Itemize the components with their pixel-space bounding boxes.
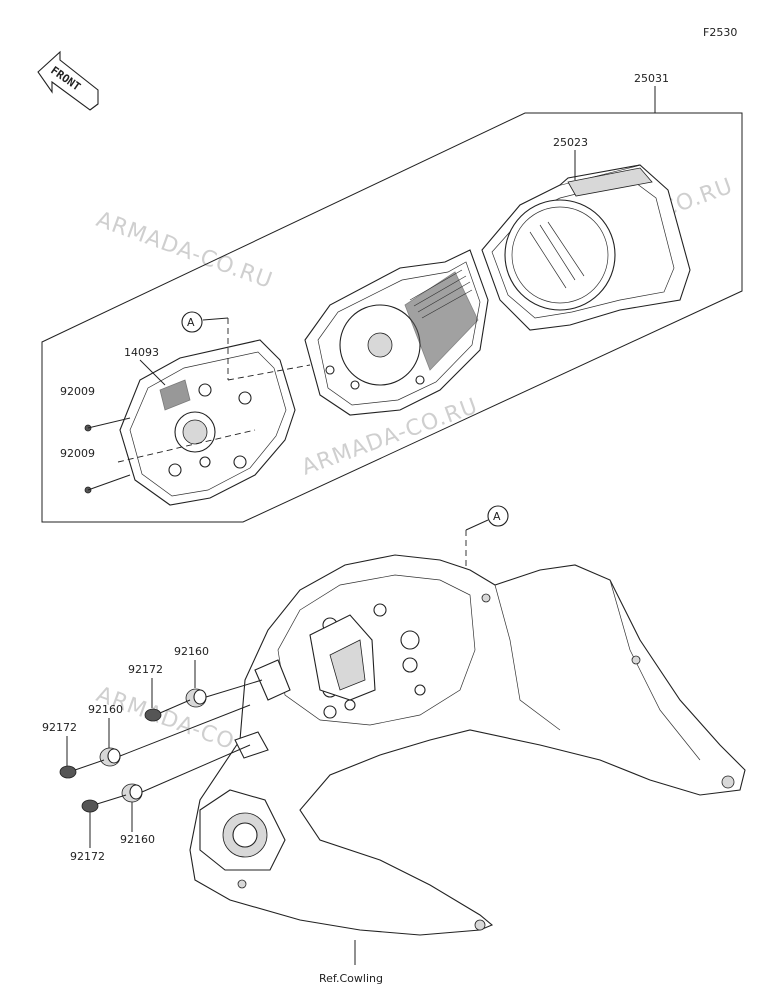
grommet-92160-c [121, 744, 251, 803]
screw-92009-lower [84, 474, 131, 494]
collar-92172-a [144, 699, 191, 722]
cowling [189, 554, 746, 936]
leader-a-top [202, 317, 229, 321]
label-92172-c: 92172 [70, 850, 105, 863]
dash-lower-case [117, 429, 256, 463]
watermark-1: ARMADA-CO.RU [93, 207, 276, 294]
screw-92009-upper [84, 417, 131, 432]
collar-92172-b [59, 759, 105, 779]
label-14093: 14093 [124, 346, 159, 359]
label-92160-a: 92160 [174, 645, 209, 658]
ref-a-bottom-label: A [493, 510, 501, 523]
meter-cover [481, 164, 691, 331]
label-92160-c: 92160 [120, 833, 155, 846]
label-25023: 25023 [553, 136, 588, 149]
leader-a-bottom [465, 519, 489, 531]
dash-a-top-2 [227, 364, 311, 381]
ref-a-top-label: A [187, 316, 195, 329]
label-92009-lower: 92009 [60, 447, 95, 460]
label-92160-b: 92160 [88, 703, 123, 716]
label-ref-cowling: Ref.Cowling [319, 972, 383, 985]
collar-92172-c [81, 794, 127, 813]
meter-body [304, 249, 489, 416]
label-92172-b: 92172 [42, 721, 77, 734]
leader-14093 [139, 359, 166, 386]
label-25031: 25031 [634, 72, 669, 85]
assembly-frame [41, 112, 743, 523]
label-92172-a: 92172 [128, 663, 163, 676]
grommet-92160-b [99, 704, 251, 767]
figure-code: F2530 [703, 26, 737, 39]
ref-a-top-marker: A [181, 311, 203, 333]
grommet-92160-a [185, 679, 263, 708]
meter-case [119, 339, 296, 506]
ref-a-bottom-marker: A [487, 505, 509, 527]
label-92009-upper: 92009 [60, 385, 95, 398]
front-arrow-icon: FRONT [37, 50, 99, 111]
